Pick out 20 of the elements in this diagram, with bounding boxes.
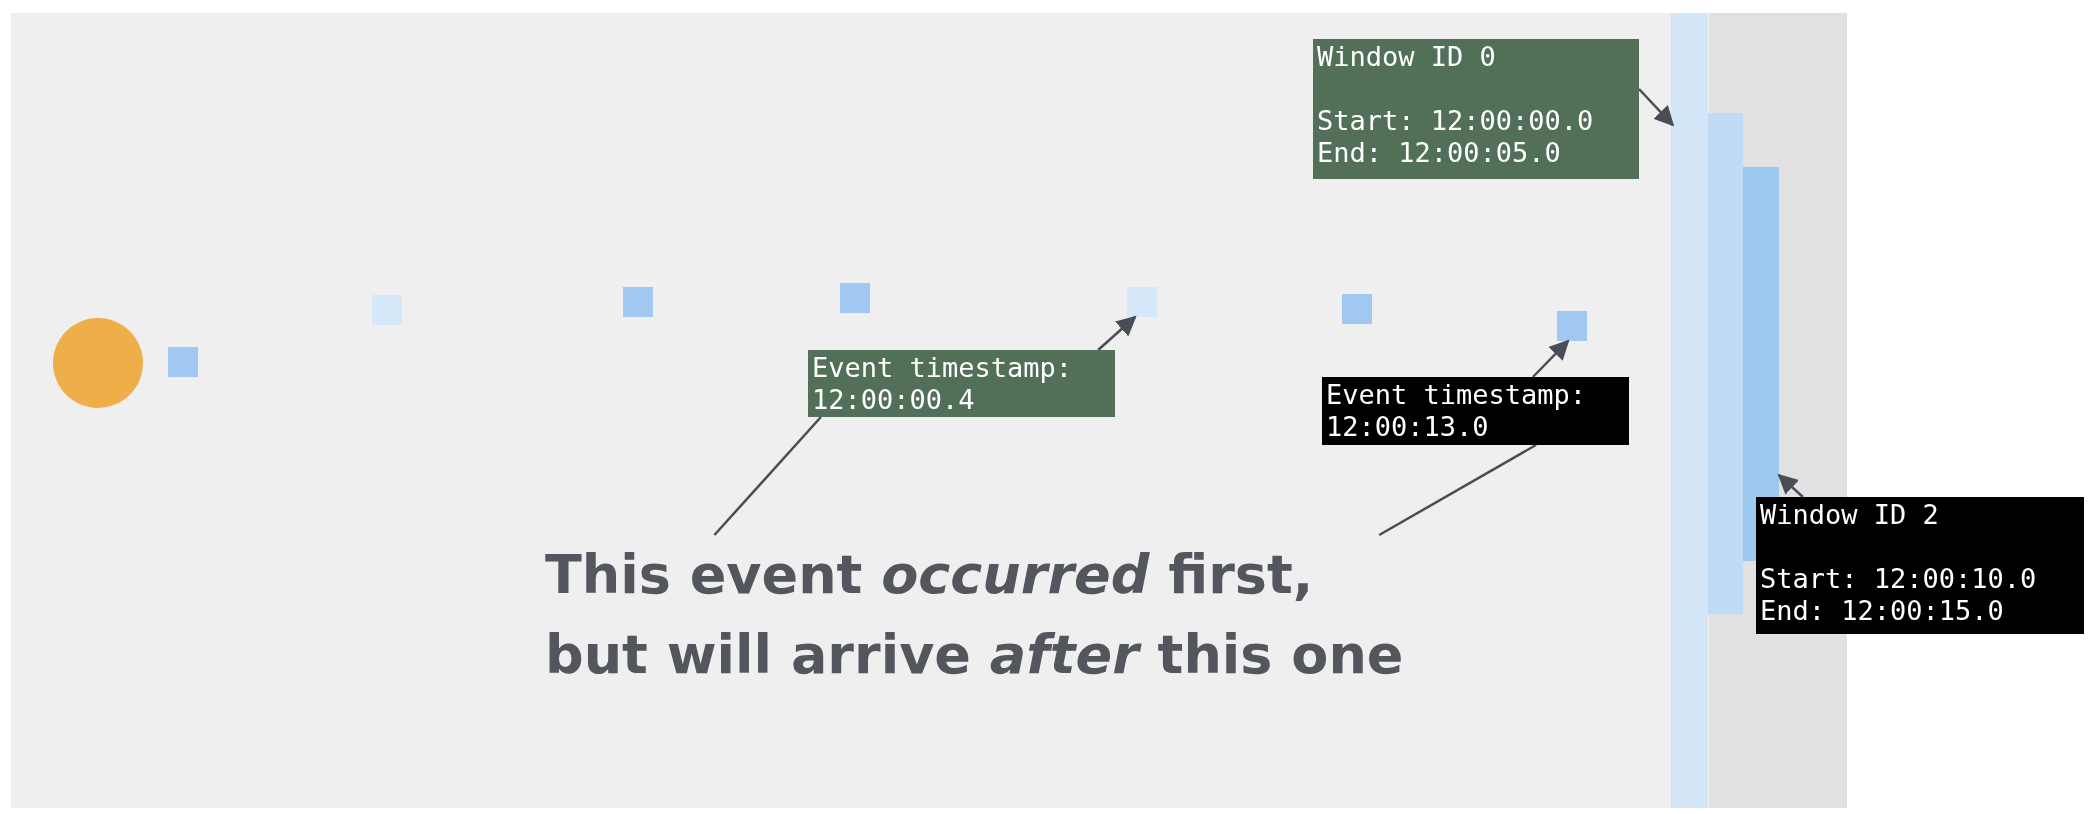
headline-text: This event occurred first, but will arrive after this one	[545, 535, 1405, 775]
window-bar	[1671, 13, 1708, 808]
square	[168, 347, 198, 377]
callout-label: Event timestamp: 12:00:00.4	[808, 350, 1115, 417]
arrow	[1532, 339, 1570, 378]
square	[1342, 294, 1372, 324]
arrow	[1097, 315, 1137, 351]
square	[623, 287, 653, 317]
arrow	[1777, 473, 1804, 498]
callout-label: Window ID 2 Start: 12:00:10.0 End: 12:00:15.0	[1756, 497, 2084, 634]
leader-line	[1378, 443, 1537, 537]
callout-label: Event timestamp: 12:00:13.0	[1322, 377, 1629, 445]
leader-line	[713, 416, 822, 536]
square	[1557, 311, 1587, 341]
window-bar	[1708, 113, 1743, 614]
square	[1127, 287, 1157, 317]
callout-label: Window ID 0 Start: 12:00:00.0 End: 12:00:05.0	[1313, 39, 1639, 179]
arrow	[1638, 88, 1675, 127]
square	[372, 295, 402, 325]
square	[840, 283, 870, 313]
